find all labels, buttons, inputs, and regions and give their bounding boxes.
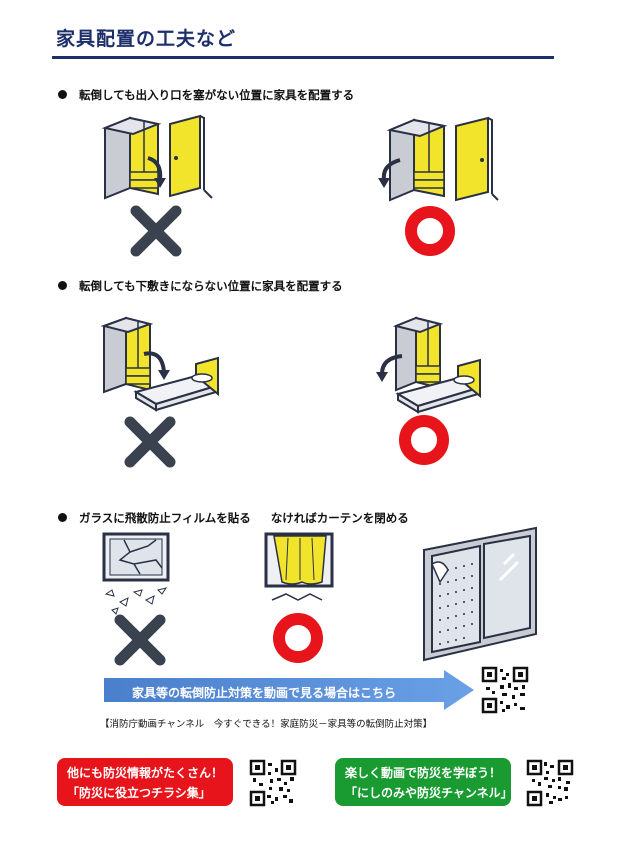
bullet-dot-icon [58,90,67,99]
flyer-collection-line1: 他にも防災情報がたくさん！ [67,766,224,780]
bullet-dot-icon [58,281,67,290]
disaster-channel-button[interactable]: 楽しく動画で防災を学ぼう！ 「にしのみや防災チャンネル」 [335,758,513,806]
circle-mark-icon [405,206,455,256]
section-3-text-b: なければカーテンを閉める [270,511,409,525]
wardrobe-blocking-door-illustration [101,114,213,200]
window-with-film-illustration [423,526,537,662]
flyer-collection-line2: 「防災に役立つチラシ集」 [67,786,211,800]
bullet-dot-icon [58,513,67,522]
flyer-collection-button[interactable]: 他にも防災情報がたくさん！ 「防災に役立つチラシ集」 [57,758,233,806]
section-1-text: 転倒しても出入り口を塞がない位置に家具を配置する [79,88,355,102]
video-banner-text[interactable]: 家具等の転倒防止対策を動画で見る場合はこちら [132,686,397,700]
video-source-caption: 【消防庁動画チャンネル 今すぐできる！家庭防災－家具等の転倒防止対策】 [100,719,433,730]
page-title: 家具配置の工夫など [56,28,237,50]
title-underline [52,56,554,59]
arrow-right-icon[interactable] [104,670,474,710]
disaster-channel-line1: 楽しく動画で防災を学ぼう！ [345,766,502,780]
section-1-heading: 転倒しても出入り口を塞がない位置に家具を配置する [58,87,354,103]
section-2-heading: 転倒しても下敷きにならない位置に家具を配置する [58,278,343,294]
wardrobe-falling-on-bed-illustration [100,316,219,412]
section-3-heading: ガラスに飛散防止フィルムを貼る なければカーテンを閉める [58,510,409,526]
qr-code-icon[interactable] [481,666,529,714]
cross-mark-icon [114,614,166,666]
circle-mark-icon [399,415,449,465]
section-2-text: 転倒しても下敷きにならない位置に家具を配置する [79,279,343,293]
section-3-text-a: ガラスに飛散防止フィルムを貼る [79,511,251,525]
circle-mark-icon [273,613,323,663]
qr-code-icon[interactable] [526,759,574,807]
wardrobe-away-from-bed-illustration [376,316,481,414]
qr-code-icon[interactable] [249,759,297,807]
curtain-closed-window-illustration [264,532,334,601]
shattered-window-illustration [102,532,170,615]
disaster-channel-line2: 「にしのみや防災チャンネル」 [345,786,513,800]
wardrobe-safe-position-illustration [378,116,499,202]
cross-mark-icon [130,205,182,257]
cross-mark-icon [124,416,176,468]
